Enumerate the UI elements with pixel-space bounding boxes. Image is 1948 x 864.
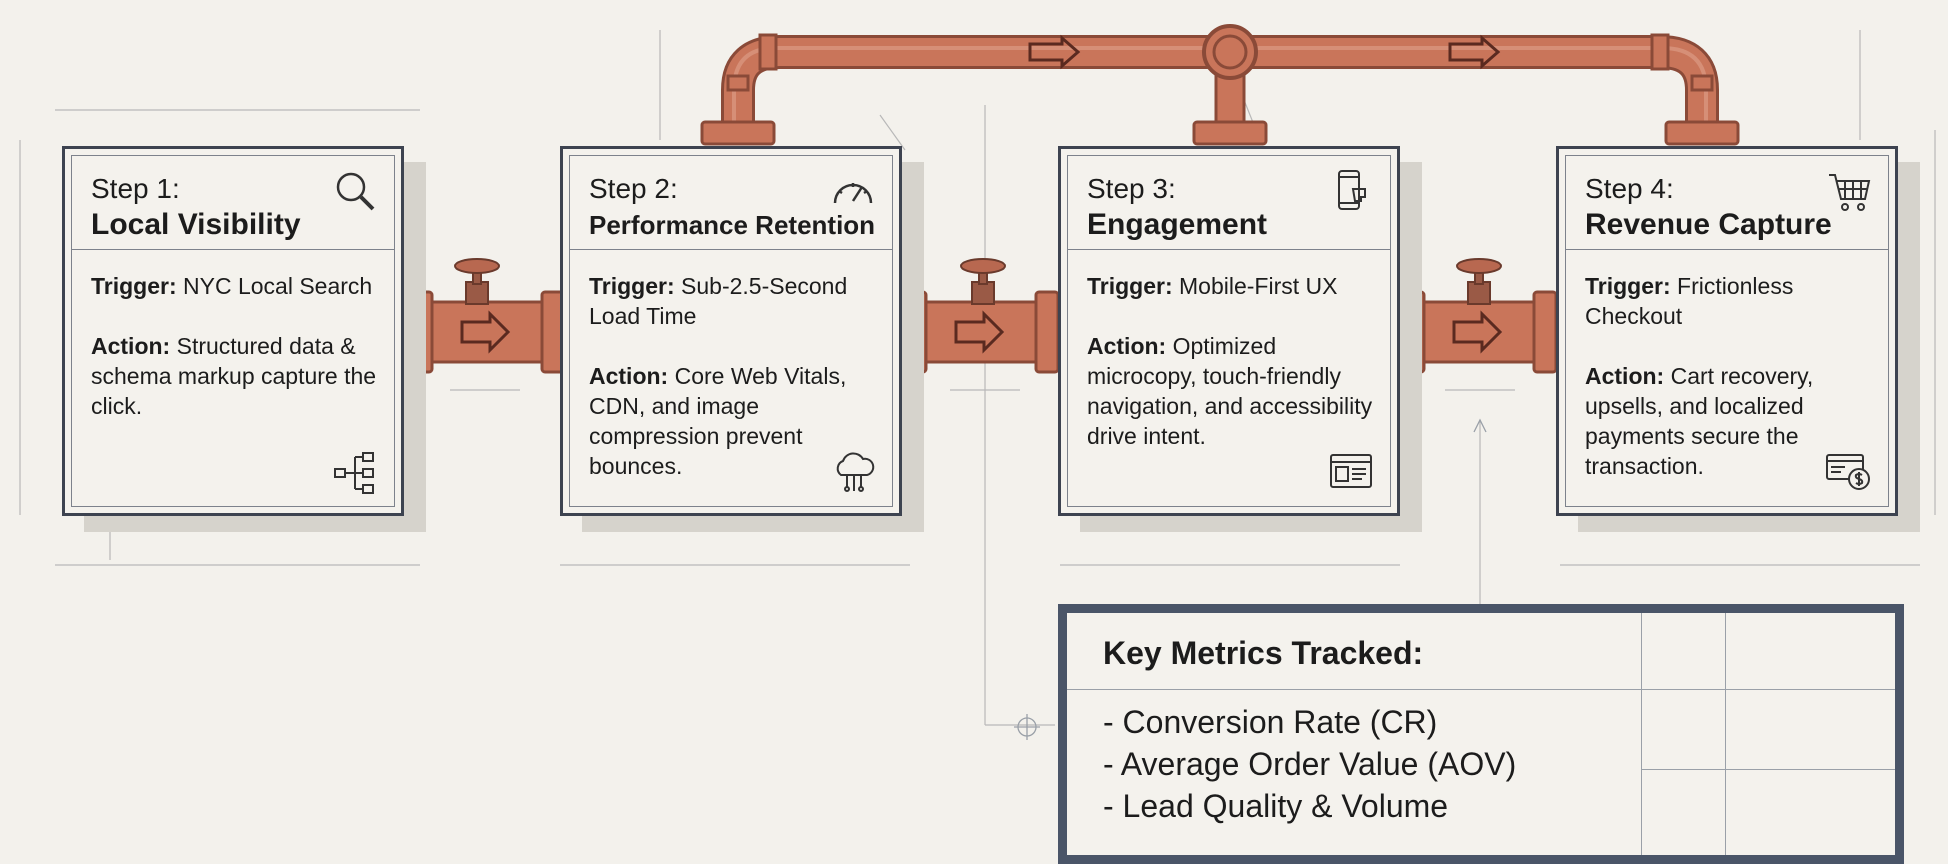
connector-pipes: [408, 258, 1558, 374]
step-card-2: Step 2: Performance Retention Trigger: S…: [560, 146, 902, 516]
metrics-grid-line: [1641, 769, 1895, 770]
sitemap-icon: [334, 452, 374, 494]
step-body: Trigger: Mobile-First UX Action: Optimiz…: [1087, 271, 1387, 481]
step-title: Revenue Capture: [1585, 208, 1832, 241]
card-divider: [71, 249, 395, 250]
magnifier-icon: [336, 172, 375, 211]
card-inner-border: [1067, 155, 1391, 507]
trigger-text: Frictionless Checkout: [1585, 273, 1794, 329]
credit-card-dollar-icon: [1826, 454, 1870, 490]
step-card-4: Step 4: Revenue Capture Trigger: Frictio…: [1556, 146, 1898, 516]
metrics-grid-line: [1725, 613, 1726, 855]
card-inner-border: [1565, 155, 1889, 507]
smartphone-touch-icon: [1338, 170, 1366, 210]
action-text: Core Web Vitals, CDN, and image compress…: [589, 363, 847, 479]
action-text: Cart recovery, upsells, and localized pa…: [1585, 363, 1814, 479]
trigger-text: NYC Local Search: [183, 273, 373, 299]
metrics-list: - Conversion Rate (CR) - Average Order V…: [1103, 701, 1516, 827]
metric-item: - Conversion Rate (CR): [1103, 704, 1438, 740]
action-label: Action:: [91, 333, 171, 359]
action-label: Action:: [589, 363, 669, 389]
metric-item: - Average Order Value (AOV): [1103, 746, 1517, 782]
card-divider: [1565, 249, 1889, 250]
trigger-text: Sub-2.5-Second Load Time: [589, 273, 848, 329]
action-label: Action:: [1585, 363, 1665, 389]
card-inner-border: [71, 155, 395, 507]
speedometer-icon: [833, 183, 873, 204]
metric-item: - Lead Quality & Volume: [1103, 788, 1449, 824]
step-card-1: Step 1: Local Visibility Trigger: NYC Lo…: [62, 146, 404, 516]
action-text: Structured data & schema markup capture …: [91, 333, 377, 419]
trigger-label: Trigger:: [1087, 273, 1173, 299]
step-label: Step 1:: [91, 173, 180, 204]
construction-lines: [19, 30, 1936, 726]
step-label: Step 4:: [1585, 173, 1674, 204]
key-metrics-panel: Key Metrics Tracked: - Conversion Rate (…: [1058, 604, 1904, 864]
trigger-label: Trigger:: [589, 273, 675, 299]
top-pipe: [700, 24, 1740, 146]
cloud-network-icon: [836, 452, 875, 492]
browser-window-icon: [1330, 454, 1372, 488]
action-label: Action:: [1087, 333, 1167, 359]
card-inner-border: [569, 155, 893, 507]
step-label: Step 3:: [1087, 173, 1176, 204]
step-title: Performance Retention: [589, 210, 876, 240]
trigger-label: Trigger:: [91, 273, 177, 299]
step-body: Trigger: Frictionless Checkout Action: C…: [1585, 271, 1885, 511]
step-card-3: Step 3: Engagement Trigger: Mobile-First…: [1058, 146, 1400, 516]
shopping-cart-icon: [1829, 174, 1871, 211]
metrics-grid-line: [1641, 613, 1642, 855]
step-body: Trigger: Sub-2.5-Second Load Time Action…: [589, 271, 889, 511]
step-title: Engagement: [1087, 208, 1268, 241]
trigger-text: Mobile-First UX: [1179, 273, 1338, 299]
step-label: Step 2:: [589, 173, 678, 204]
step-body: Trigger: NYC Local Search Action: Struct…: [91, 271, 391, 451]
card-divider: [1067, 249, 1391, 250]
step-title: Local Visibility: [91, 208, 301, 241]
card-divider: [569, 249, 893, 250]
metrics-title: Key Metrics Tracked:: [1103, 635, 1424, 671]
action-text: Optimized microcopy, touch-friendly navi…: [1087, 333, 1373, 449]
trigger-label: Trigger:: [1585, 273, 1671, 299]
metrics-grid-line: [1067, 689, 1895, 690]
